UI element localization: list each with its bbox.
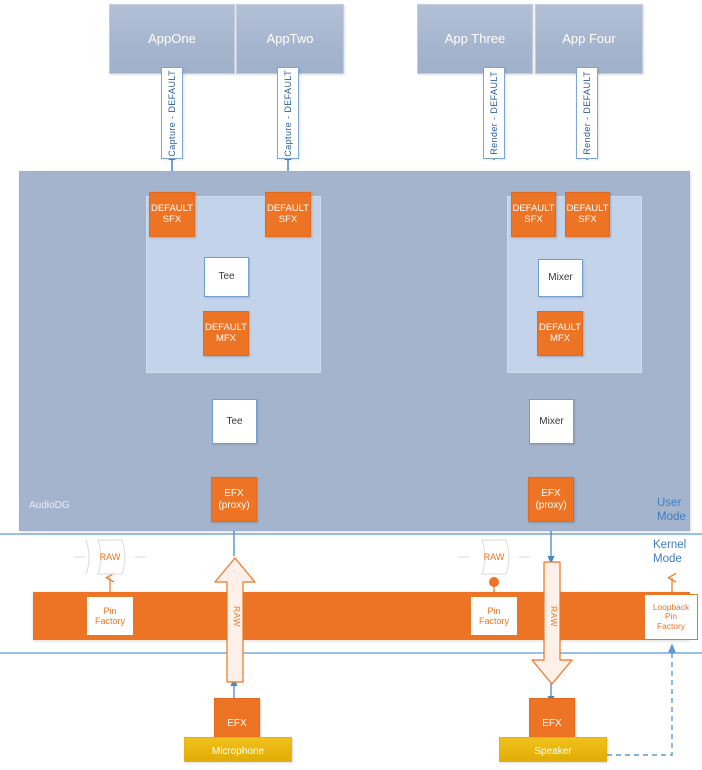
capture-efx-line2: (proxy) bbox=[218, 499, 250, 511]
capture-sfx-right-line2: SFX bbox=[278, 213, 298, 225]
stream-label-app-two: Capture - DEFAULT bbox=[282, 69, 293, 157]
render-default-sfx-left[interactable]: DEFAULT SFX bbox=[511, 192, 556, 237]
render-sfx-left-line2: SFX bbox=[524, 213, 543, 225]
speaker-endpoint[interactable]: Speaker bbox=[499, 737, 607, 762]
loopback-pin-factory-line3: Factory bbox=[657, 620, 685, 631]
capture-sfx-right-line1: DEFAULT bbox=[266, 202, 310, 214]
raw-render-label: RAW bbox=[483, 552, 505, 562]
render-sfx-left-line1: DEFAULT bbox=[512, 202, 555, 214]
raw-capture-block-arrow: RAW bbox=[213, 556, 257, 684]
capture-default-sfx-right[interactable]: DEFAULT SFX bbox=[265, 192, 311, 237]
raw-capsule-capture: RAW bbox=[74, 534, 146, 580]
audiodg-label: AudioDG bbox=[29, 500, 70, 511]
user-mode-label: User Mode bbox=[657, 496, 686, 525]
raw-render-block-arrow: RAW bbox=[530, 560, 574, 686]
app-four-label: App Four bbox=[562, 30, 616, 46]
app-box-app-four[interactable]: App Four bbox=[535, 4, 643, 74]
pin-factory-capture-line2: Factory bbox=[94, 616, 125, 626]
microphone-efx-label: EFX bbox=[227, 718, 247, 730]
capture-mfx-line2: MFX bbox=[215, 332, 237, 344]
capture-sfx-left-line2: SFX bbox=[162, 213, 182, 225]
stream-box-app-four[interactable]: Render - DEFAULT bbox=[576, 67, 598, 159]
render-efx-proxy[interactable]: EFX (proxy) bbox=[528, 477, 574, 522]
app-box-app-one[interactable]: AppOne bbox=[109, 4, 235, 74]
render-mfx-line2: MFX bbox=[549, 332, 571, 344]
render-sfx-right-line2: SFX bbox=[578, 213, 597, 225]
capture-tee-inner-label: Tee bbox=[218, 271, 235, 283]
capture-tee-outer-label: Tee bbox=[226, 415, 243, 427]
stream-label-app-three: Render - DEFAULT bbox=[488, 71, 499, 155]
loopback-pin-factory-line2: Pin bbox=[664, 611, 678, 622]
kernel-mode-line2: Mode bbox=[653, 553, 682, 566]
capture-efx-proxy[interactable]: EFX (proxy) bbox=[211, 477, 257, 522]
app-box-app-three[interactable]: App Three bbox=[417, 4, 533, 74]
audio-driver-band bbox=[33, 592, 690, 640]
kernel-mode-label: Kernel Mode bbox=[653, 538, 686, 567]
speaker-label: Speaker bbox=[534, 745, 572, 757]
stream-box-app-two[interactable]: Capture - DEFAULT bbox=[277, 67, 299, 159]
pin-factory-capture-line1: Pin bbox=[103, 605, 117, 616]
user-mode-line1: User bbox=[657, 497, 682, 509]
capture-mfx-line1: DEFAULT bbox=[204, 321, 248, 333]
microphone-endpoint[interactable]: Microphone bbox=[184, 737, 292, 762]
raw-capture-label: RAW bbox=[99, 552, 121, 562]
app-three-label: App Three bbox=[444, 30, 506, 46]
render-mixer-outer-label: Mixer bbox=[539, 415, 564, 427]
stream-label-app-four: Render - DEFAULT bbox=[581, 71, 592, 155]
render-mixer-inner[interactable]: Mixer bbox=[538, 259, 583, 297]
pin-factory-capture[interactable]: Pin Factory bbox=[86, 596, 134, 636]
stream-box-app-one[interactable]: Capture - DEFAULT bbox=[161, 67, 183, 159]
render-efx-line1: EFX bbox=[541, 488, 561, 500]
user-mode-line2: Mode bbox=[657, 511, 686, 524]
speaker-efx-label: EFX bbox=[542, 718, 562, 730]
render-mixer-outer[interactable]: Mixer bbox=[529, 399, 574, 444]
stream-box-app-three[interactable]: Render - DEFAULT bbox=[483, 67, 505, 159]
pin-factory-render-line1: Pin bbox=[487, 605, 501, 616]
app-two-label: AppTwo bbox=[266, 30, 314, 46]
render-default-mfx[interactable]: DEFAULT MFX bbox=[537, 311, 583, 356]
render-sfx-right-line1: DEFAULT bbox=[566, 202, 609, 214]
render-mfx-line1: DEFAULT bbox=[538, 321, 582, 333]
stream-label-app-one: Capture - DEFAULT bbox=[166, 69, 177, 157]
raw-render-arrow-label: RAW bbox=[549, 606, 559, 628]
render-efx-line2: (proxy) bbox=[535, 499, 567, 511]
app-one-label: AppOne bbox=[148, 30, 196, 46]
render-mixer-inner-label: Mixer bbox=[548, 272, 573, 284]
capture-tee-outer[interactable]: Tee bbox=[212, 399, 257, 444]
raw-capture-arrow-label: RAW bbox=[232, 606, 242, 628]
pin-factory-render[interactable]: Pin Factory bbox=[470, 596, 518, 636]
loopback-pin-factory-line1: Loopback bbox=[652, 601, 690, 612]
capture-tee-inner[interactable]: Tee bbox=[204, 257, 249, 297]
capture-sfx-left-line1: DEFAULT bbox=[150, 202, 194, 214]
kernel-mode-line1: Kernel bbox=[653, 539, 687, 551]
capture-default-sfx-left[interactable]: DEFAULT SFX bbox=[149, 192, 195, 237]
pin-factory-render-line2: Factory bbox=[478, 616, 509, 626]
capture-efx-line1: EFX bbox=[224, 488, 244, 500]
microphone-label: Microphone bbox=[211, 745, 265, 757]
app-box-app-two[interactable]: AppTwo bbox=[236, 4, 344, 74]
capture-default-mfx[interactable]: DEFAULT MFX bbox=[203, 311, 249, 356]
raw-capsule-render: RAW bbox=[458, 534, 530, 580]
render-default-sfx-right[interactable]: DEFAULT SFX bbox=[565, 192, 610, 237]
loopback-pin-factory[interactable]: Loopback Pin Factory bbox=[644, 594, 698, 640]
